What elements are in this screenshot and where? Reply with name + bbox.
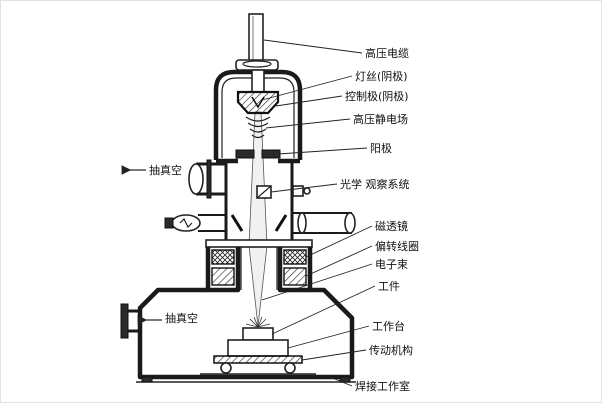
cable-connector-ring: [242, 60, 272, 68]
high-voltage-cable: [235, 13, 279, 71]
deflection-coil-left: [211, 267, 235, 286]
electrostatic-field: [245, 116, 271, 139]
mirror-left: [230, 214, 244, 232]
lower-port-flange: [120, 303, 129, 339]
optical-tube-left: [198, 214, 226, 232]
label-control-electrode: 控制极(阴极): [345, 89, 409, 103]
field-line: [249, 128, 267, 133]
drive-roller-left: [220, 362, 232, 374]
field-line: [247, 122, 269, 128]
deflection-coil-right: [283, 267, 307, 286]
chamber-foot-left: [141, 376, 153, 383]
leader-lines: [261, 39, 376, 387]
leader-anode: [277, 147, 368, 155]
drive-roller-right: [284, 362, 296, 374]
leader-worktable: [287, 325, 370, 349]
optical-observation-system: [164, 185, 356, 234]
field-line: [251, 134, 265, 139]
leader-optical: [270, 183, 338, 193]
leader-filament: [261, 75, 353, 101]
optical-prism-face: [256, 185, 272, 199]
filament: [251, 96, 265, 109]
leader-workpiece: [271, 285, 376, 335]
label-workpiece: 工件: [378, 280, 400, 293]
welding-chamber-wall: [137, 287, 355, 380]
label-magnetic-lens: 磁透镜: [375, 219, 408, 233]
label-deflection-coil: 偏转线圈: [375, 239, 419, 253]
cable-rod: [248, 13, 264, 63]
vacuum-label-upper: 抽真空: [149, 163, 182, 177]
lens-plate: [205, 239, 313, 248]
coil-housing-right: [277, 247, 313, 293]
coil-housing-left: [205, 247, 241, 293]
lamp-filament: [179, 217, 193, 229]
label-electron-beam: 电子束: [375, 258, 408, 271]
drive-plate: [213, 355, 303, 364]
optical-lens-inner: [297, 212, 307, 234]
leader-drive: [301, 349, 367, 361]
magnetic-lens-coil-left: [211, 249, 235, 265]
welding-chamber: [136, 287, 356, 383]
vacuum-pipe-opening: [188, 163, 204, 195]
leader-field: [265, 118, 351, 129]
label-welding-chamber: 焊接工作室: [355, 379, 410, 393]
field-line: [245, 116, 271, 122]
worktable: [227, 339, 289, 357]
label-high-voltage-cable: 高压电缆: [365, 46, 409, 60]
label-filament: 灯丝(阴极): [355, 69, 408, 83]
label-worktable: 工作台: [372, 319, 405, 333]
mirror-right: [274, 214, 288, 232]
label-drive-mechanism: 传动机构: [369, 343, 413, 357]
lower-vacuum-port: 抽真空: [120, 303, 198, 339]
label-electrostatic-field: 高压静电场: [353, 112, 408, 126]
worktable-assembly: [200, 316, 316, 375]
optical-eyepiece: [344, 212, 356, 234]
leader-beam: [261, 263, 373, 301]
vacuum-pipe-flange: [206, 159, 212, 199]
cathode-stem: [251, 69, 265, 93]
optical-knob: [303, 187, 311, 195]
upper-vacuum-port: 抽真空: [121, 159, 226, 199]
control-electrode: [236, 90, 280, 115]
leader-lens: [305, 225, 373, 258]
magnetic-lens-coil-right: [283, 249, 307, 265]
inner-column: [240, 247, 278, 290]
cathode-assembly: [236, 69, 280, 115]
lamp-cap: [164, 217, 174, 229]
label-anode: 阳极: [370, 141, 392, 155]
leader-chamber: [329, 376, 353, 387]
labels: 高压电缆 灯丝(阴极) 控制极(阴极) 高压静电场 阳极 光学 观察系统 磁透镜…: [340, 46, 419, 393]
leader-control: [275, 95, 343, 107]
leader-deflection: [305, 245, 373, 277]
label-optical-system: 光学 观察系统: [340, 177, 410, 191]
chamber-foot-right: [339, 376, 351, 383]
lower-port-tube: [128, 309, 140, 333]
anode-plate-right: [261, 149, 281, 159]
lens-and-coils: [205, 239, 313, 293]
vacuum-label-lower: 抽真空: [165, 311, 198, 325]
electron-beam: [248, 111, 268, 327]
workpiece: [242, 327, 274, 341]
anode-plate-left: [235, 149, 255, 159]
spark-icon: [245, 316, 271, 328]
optical-mount: [292, 185, 304, 197]
upper-column: [224, 162, 294, 240]
leader-cable: [263, 39, 363, 54]
